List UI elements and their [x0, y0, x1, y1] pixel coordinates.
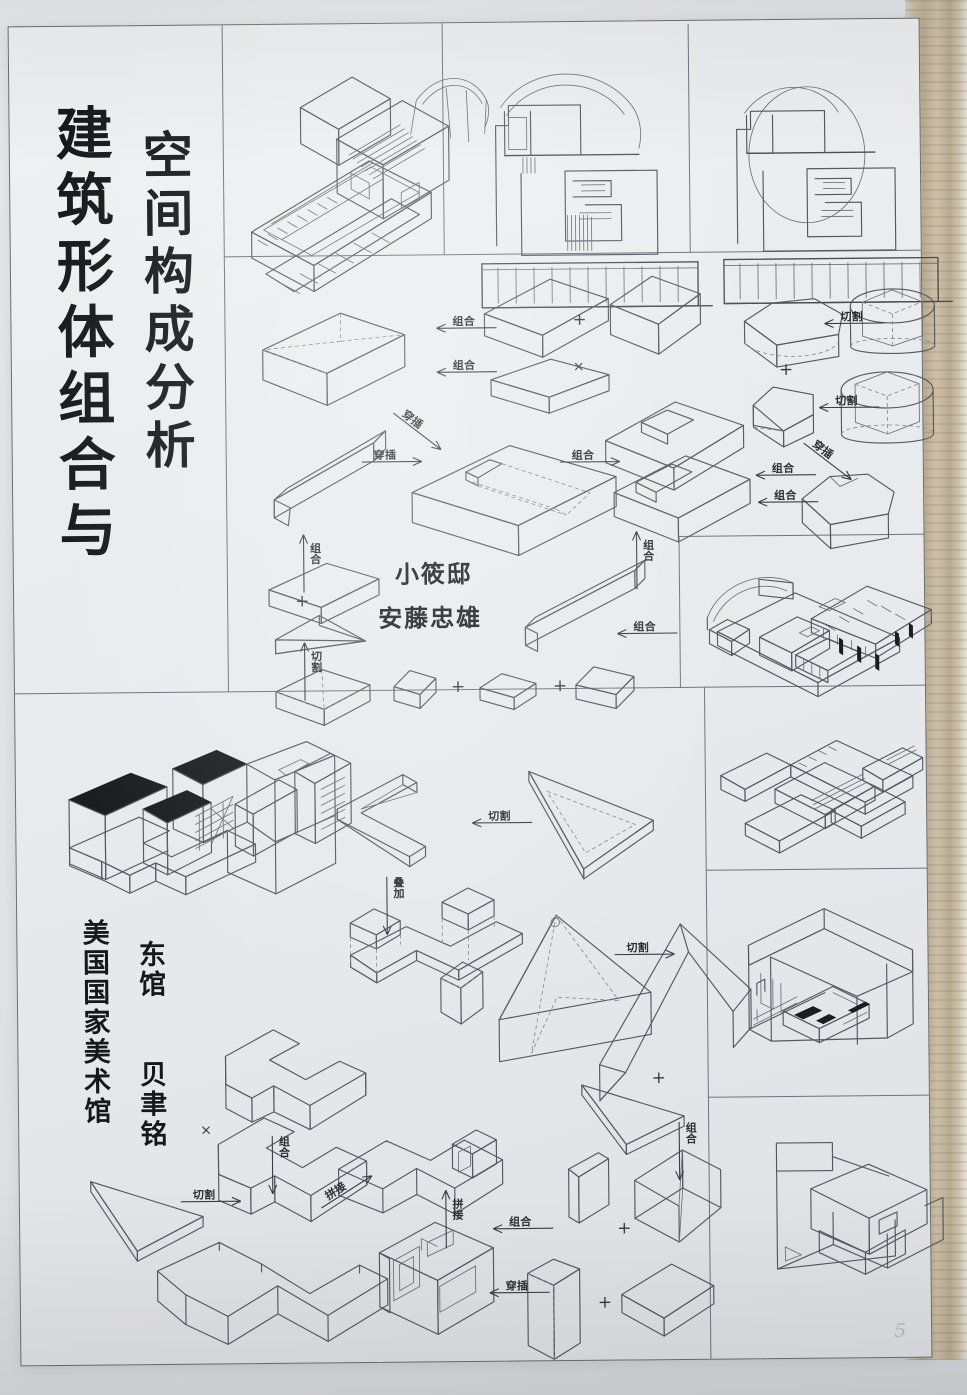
- operation-label: 组合: [684, 1121, 698, 1144]
- operation-label: 组合: [509, 1215, 532, 1229]
- koshino-project-name: 小筱邸: [394, 558, 473, 589]
- ng-east-main-axonometric: [67, 740, 352, 896]
- operation-label: 组合: [771, 461, 795, 476]
- operation-label: 组合: [308, 542, 322, 565]
- times-symbol: ×: [200, 1122, 213, 1139]
- operation-label: 切割: [309, 650, 323, 673]
- ng-wing-name: 东馆: [133, 939, 166, 1000]
- presentation-board: 建筑形体组合与 空间构成分析: [7, 17, 953, 1367]
- operation-label: 穿插: [373, 448, 397, 462]
- plus-symbol: +: [597, 1292, 613, 1313]
- operation-label: 叠加: [391, 876, 405, 899]
- operation-label: 切割: [626, 941, 649, 955]
- ng-east-structure-axonometric: [775, 1141, 944, 1275]
- operation-label: 切割: [488, 809, 511, 823]
- ng-museum-name: 美国国家美术馆: [77, 918, 111, 1127]
- plus-symbol: +: [572, 309, 587, 330]
- plus-symbol: +: [450, 677, 466, 698]
- times-symbol: ×: [572, 358, 585, 375]
- plus-symbol: +: [778, 359, 794, 381]
- plus-symbol: +: [552, 676, 568, 697]
- operation-label: 切割: [835, 394, 858, 408]
- ng-east-roof-axonometric: [720, 739, 924, 854]
- koshino-section-drawing-b: [723, 86, 953, 305]
- ng-east-interior-axonometric: [747, 908, 914, 1045]
- koshino-axonometric-drawing: [251, 76, 490, 294]
- operation-label: 组合: [277, 1135, 291, 1158]
- koshino-massing-diagrams: [262, 275, 751, 726]
- operation-label: 组合: [452, 358, 476, 373]
- page-number: 5: [893, 1319, 907, 1342]
- ng-east-massing-diagrams: [90, 770, 752, 1360]
- plus-symbol: +: [295, 591, 310, 612]
- operation-annotation-layer: 组合组合穿插穿插组合组合组合切割组合组合切割切割穿插组合切割叠加切割组合组合切割…: [8, 18, 920, 1313]
- operation-label: 切割: [840, 310, 863, 324]
- cylinder-prism-operations: [743, 288, 936, 550]
- operation-label: 组合: [774, 488, 797, 503]
- koshino-plan-axonometric: [706, 577, 932, 698]
- operation-label: 组合: [633, 620, 656, 634]
- operation-label: 组合: [641, 539, 655, 562]
- operation-label: 组合: [571, 448, 595, 463]
- operation-label: 穿插: [505, 1279, 529, 1293]
- operation-label: 组合: [452, 314, 475, 329]
- plus-symbol: +: [617, 1218, 632, 1239]
- koshino-project-architect: 安藤忠雄: [378, 602, 483, 633]
- koshino-section-drawing-a: [481, 73, 713, 309]
- ng-project-architect: 贝聿铭: [134, 1059, 167, 1150]
- operation-label: 拼接: [450, 1198, 465, 1221]
- plus-symbol: +: [651, 1068, 667, 1089]
- operation-label: 切割: [192, 1188, 216, 1202]
